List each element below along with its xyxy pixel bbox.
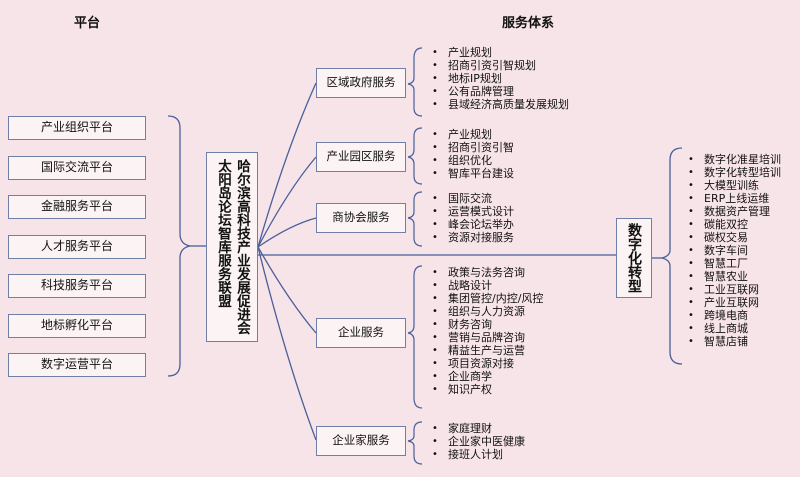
list-item: 政策与法务咨询 xyxy=(432,266,543,279)
list-item: 国际交流 xyxy=(432,192,514,205)
list-item: 财务咨询 xyxy=(432,318,543,331)
service-box-association: 商协会服务 xyxy=(316,203,406,233)
list-item: 县域经济高质量发展规划 xyxy=(432,98,569,111)
list-item: 智慧工厂 xyxy=(688,257,781,270)
platform-box: 国际交流平台 xyxy=(8,155,146,180)
list-item: 智慧农业 xyxy=(688,270,781,283)
alliance-name-column-1: 哈尔滨高科技产业发展促进会 xyxy=(234,159,250,335)
fan-to-association xyxy=(257,217,317,248)
list-item: 跨境电商 xyxy=(688,309,781,322)
entrepreneur-items: 家庭理财 企业家中医健康 接班人计划 xyxy=(432,422,525,461)
list-item: 营销与品牌咨询 xyxy=(432,331,543,344)
list-item: 集团管控/内控/风控 xyxy=(432,292,543,305)
list-item: 组织优化 xyxy=(432,154,514,167)
list-item: 线上商城 xyxy=(688,322,781,335)
platform-box: 人才服务平台 xyxy=(8,234,146,259)
list-item: 碳权交易 xyxy=(688,231,781,244)
list-item: 招商引资引智 xyxy=(432,141,514,154)
list-item: 产业规划 xyxy=(432,128,514,141)
fan-to-enterprise xyxy=(257,246,317,334)
list-item: 智库平台建设 xyxy=(432,167,514,180)
regional-items-bracket xyxy=(407,47,423,117)
service-box-entrepreneur: 企业家服务 xyxy=(316,426,406,456)
enterprise-items: 政策与法务咨询 战略设计 集团管控/内控/风控 组织与人力资源 财务咨询 营销与… xyxy=(432,266,543,396)
list-item: 接班人计划 xyxy=(432,448,525,461)
list-item: 资源对接服务 xyxy=(432,231,514,244)
platforms-heading: 平台 xyxy=(74,16,101,31)
list-item: 企业家中医健康 xyxy=(432,435,525,448)
list-item: 碳能双控 xyxy=(688,218,781,231)
digital-items-bracket xyxy=(661,147,683,365)
list-item: 产业互联网 xyxy=(688,296,781,309)
park-items-bracket xyxy=(407,127,423,185)
list-item: 公有品牌管理 xyxy=(432,85,569,98)
platform-box: 科技服务平台 xyxy=(8,274,146,298)
list-item: 工业互联网 xyxy=(688,283,781,296)
digital-transformation-title: 数字化转型 xyxy=(626,223,642,293)
digital-transformation-items: 数字化准星培训 数字化转型培训 大模型训练 ERP上线运维 数据资产管理 碳能双… xyxy=(688,153,781,348)
list-item: 数字化转型培训 xyxy=(688,166,781,179)
platform-box: 地标孵化平台 xyxy=(8,313,146,338)
list-item: 智慧店铺 xyxy=(688,335,781,348)
association-items-bracket xyxy=(407,191,423,247)
list-item: 项目资源对接 xyxy=(432,357,543,370)
service-box-regional-government: 区域政府服务 xyxy=(316,68,406,98)
alliance-name-column-2: 太阳岛论坛智库服务联盟 xyxy=(215,159,231,308)
list-item: 运营模式设计 xyxy=(432,205,514,218)
fan-to-park xyxy=(257,156,317,248)
service-box-enterprise: 企业服务 xyxy=(316,318,406,348)
list-item: 战略设计 xyxy=(432,279,543,292)
regional-government-items: 产业规划 招商引资引智规划 地标IP规划 公有品牌管理 县域经济高质量发展规划 xyxy=(432,46,569,111)
service-box-industrial-park: 产业园区服务 xyxy=(316,142,406,172)
list-item: 招商引资引智规划 xyxy=(432,59,569,72)
platform-box: 数字运营平台 xyxy=(8,353,146,377)
list-item: 数字化准星培训 xyxy=(688,153,781,166)
list-item: 峰会论坛举办 xyxy=(432,218,514,231)
list-item: ERP上线运维 xyxy=(688,192,781,205)
association-items: 国际交流 运营模式设计 峰会论坛举办 资源对接服务 xyxy=(432,192,514,244)
enterprise-items-bracket xyxy=(407,265,423,409)
fan-to-regional xyxy=(257,82,317,248)
list-item: 产业规划 xyxy=(432,46,569,59)
list-item: 数据资产管理 xyxy=(688,205,781,218)
fan-to-entrepreneur xyxy=(257,246,317,441)
list-item: 企业商学 xyxy=(432,370,543,383)
list-item: 家庭理财 xyxy=(432,422,525,435)
list-item: 数字车间 xyxy=(688,244,781,257)
list-item: 精益生产与运营 xyxy=(432,344,543,357)
list-item: 大模型训练 xyxy=(688,179,781,192)
list-item: 组织与人力资源 xyxy=(432,305,543,318)
platform-box: 金融服务平台 xyxy=(8,195,146,219)
digital-transformation-box: 数字化转型 xyxy=(616,218,652,298)
list-item: 地标IP规划 xyxy=(432,72,569,85)
entrepreneur-items-bracket xyxy=(407,421,423,465)
platform-box: 产业组织平台 xyxy=(8,116,146,140)
list-item: 知识产权 xyxy=(432,383,543,396)
platform-list: 产业组织平台 国际交流平台 金融服务平台 人才服务平台 科技服务平台 地标孵化平… xyxy=(8,116,146,393)
platforms-bracket xyxy=(167,115,191,377)
industrial-park-items: 产业规划 招商引资引智 组织优化 智库平台建设 xyxy=(432,128,514,180)
alliance-box: 哈尔滨高科技产业发展促进会 太阳岛论坛智库服务联盟 xyxy=(206,152,258,342)
services-heading: 服务体系 xyxy=(502,16,555,31)
